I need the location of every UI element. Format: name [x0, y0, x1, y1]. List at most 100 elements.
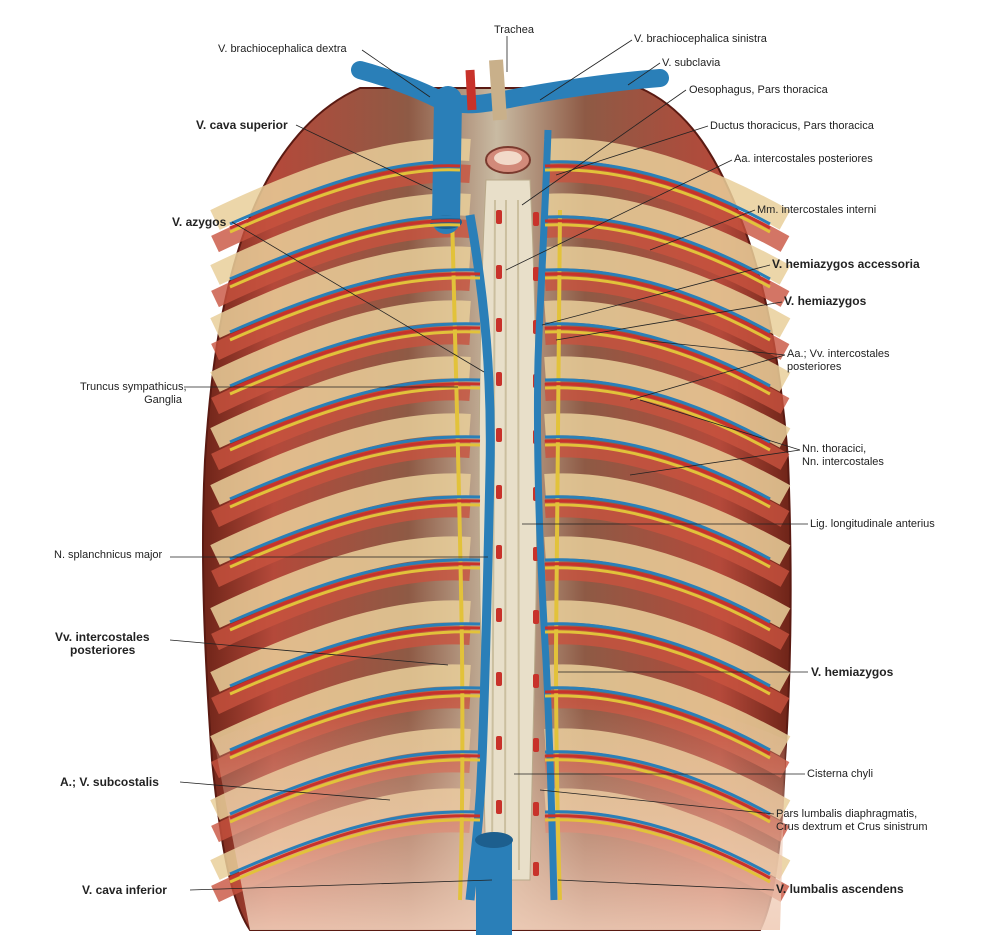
label-v-hemiazygos-top: V. hemiazygos: [784, 294, 867, 308]
intercostal-vein-left: [229, 378, 481, 444]
intercostal-vein-left: [229, 322, 481, 388]
rib-left: [210, 600, 471, 692]
intercostal-nerve-right: [544, 503, 771, 569]
intercostal-nerve-left: [229, 694, 481, 760]
label-vv-intercostales-2: posteriores: [70, 643, 136, 657]
segmental-artery: [496, 265, 502, 279]
rib-left: [210, 473, 471, 565]
intercostal-vein-left: [229, 160, 461, 226]
label-trachea: Trachea: [494, 24, 534, 36]
leader-line: [169, 639, 449, 666]
rib-right: [544, 138, 791, 230]
intercostal-vein-left: [229, 686, 481, 752]
leader-line: [521, 89, 687, 206]
intercostal-vein-left: [229, 495, 481, 561]
muscle-right: [544, 499, 790, 587]
leader-line: [189, 879, 493, 891]
label-truncus-sympathicus-2: Ganglia: [144, 394, 182, 406]
muscle-left: [211, 382, 471, 471]
intercostal-nerve-right: [544, 758, 771, 824]
intercostal-vein-right: [544, 322, 771, 388]
label-pars-lumbalis-1: Pars lumbalis diaphragmatis,: [776, 808, 918, 820]
intercostal-vein-right: [544, 810, 771, 876]
leader-line: [629, 449, 801, 476]
segmental-artery: [533, 738, 539, 752]
leader-line: [555, 301, 783, 341]
rib-left: [210, 300, 471, 392]
v-hemiazygos-shape: [533, 129, 558, 901]
rib-right: [544, 600, 791, 692]
intercostal-nerve-left: [229, 566, 481, 632]
segmental-artery: [533, 674, 539, 688]
segmental-artery: [496, 485, 502, 499]
label-v-brachiocephalica-dextra: V. brachiocephalica dextra: [218, 43, 347, 55]
muscle-left: [211, 562, 471, 651]
muscle-left: [211, 439, 471, 528]
segmental-artery: [496, 608, 502, 622]
muscle-right: [544, 326, 790, 414]
segmental-artery: [533, 862, 539, 876]
label-n-splanchnicus-major: N. splanchnicus major: [54, 549, 163, 561]
label-vv-intercostales-1: Vv. intercostales: [55, 630, 150, 644]
leader-line: [629, 354, 786, 401]
rib-left: [210, 356, 471, 448]
intercostal-nerve-left: [229, 168, 461, 234]
intercostal-artery-right: [544, 164, 771, 230]
intercostal-nerve-right: [544, 818, 771, 884]
segmental-artery: [496, 736, 502, 750]
rib-right: [544, 246, 791, 338]
leader-line: [639, 339, 786, 356]
intercostal-vein-right: [544, 268, 771, 334]
rib-left: [210, 536, 471, 628]
intercostal-vein-right: [544, 686, 771, 752]
intercostal-vein-right: [544, 495, 771, 561]
leader-line: [295, 124, 433, 191]
label-v-cava-superior: V. cava superior: [196, 118, 288, 132]
intercostal-artery-right: [544, 272, 771, 338]
label-nn-thoracici-2: Nn. intercostales: [802, 456, 884, 468]
intercostal-artery-left: [229, 499, 481, 565]
label-aa-vv-intercostales-2: posteriores: [787, 361, 842, 373]
intercostal-artery-left: [229, 626, 481, 692]
intercostal-nerve-left: [229, 630, 481, 696]
muscle-right: [544, 439, 790, 527]
segmental-artery: [533, 802, 539, 816]
intercostal-nerve-right: [544, 386, 771, 452]
label-nn-thoracici-1: Nn. thoracici,: [802, 443, 867, 455]
label-pars-lumbalis-2: Crus dextrum et Crus sinistrum: [776, 821, 928, 833]
label-v-subclavia: V. subclavia: [662, 57, 721, 69]
intercostal-vein-right: [544, 558, 771, 624]
intercostal-nerve-left: [229, 330, 481, 396]
intercostal-nerve-right: [544, 566, 771, 632]
muscle-left: [211, 272, 471, 361]
leader-line: [539, 39, 633, 101]
intercostal-vein-left: [229, 215, 461, 281]
muscle-right: [544, 562, 790, 650]
intercostal-nerve-right: [544, 223, 771, 289]
intercostal-artery-right: [544, 382, 771, 448]
intercostal-bundles: [229, 160, 771, 884]
intercostal-nerve-left: [229, 818, 481, 884]
segmental-artery: [496, 800, 502, 814]
intercostal-artery-left: [229, 382, 481, 448]
intercostal-artery-left: [229, 219, 461, 285]
intercostal-nerve-left: [229, 443, 481, 509]
segmental-artery: [496, 210, 502, 224]
intercostal-vein-left: [229, 810, 481, 876]
label-aa-vv-intercostales-1: Aa.; Vv. intercostales: [787, 348, 890, 360]
intercostal-vein-left: [229, 622, 481, 688]
leader-line: [539, 789, 775, 815]
label-v-hemiazygos-accessoria: V. hemiazygos accessoria: [772, 257, 920, 271]
intercostal-artery-left: [229, 326, 481, 392]
intercostal-nerve-right: [544, 630, 771, 696]
intercostal-vein-right: [544, 435, 771, 501]
rib-right: [544, 193, 791, 285]
label-mm-intercostales-interni: Mm. intercostales interni: [757, 204, 877, 216]
rib-right: [544, 413, 791, 505]
segmental-artery: [533, 267, 539, 281]
intercostal-vein-left: [229, 268, 481, 334]
intercostal-nerve-right: [544, 443, 771, 509]
leader-line: [649, 209, 756, 251]
muscle-left: [211, 326, 471, 415]
intercostal-vein-left: [229, 435, 481, 501]
